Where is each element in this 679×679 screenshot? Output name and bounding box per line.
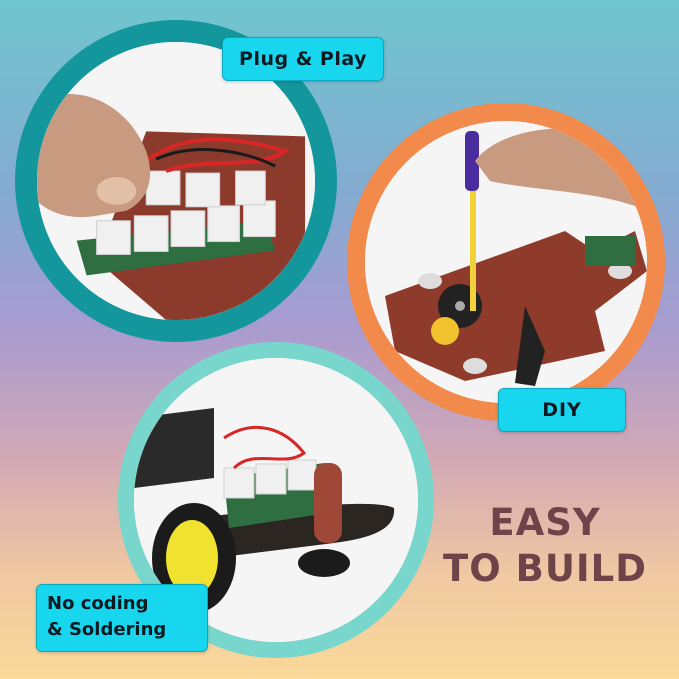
- headline-line1: EASY: [489, 501, 601, 544]
- diy-label: DIY: [498, 388, 626, 432]
- no-coding-line1: No coding: [47, 593, 149, 614]
- no-coding-soldering-label: No coding & Soldering: [36, 584, 208, 652]
- connector-board-photo: [37, 42, 315, 320]
- headline-line2: TO BUILD: [443, 547, 647, 590]
- easy-to-build-headline: EASY TO BUILD: [440, 500, 650, 592]
- no-coding-line2: & Soldering: [47, 619, 167, 640]
- plug-and-play-label: Plug & Play: [222, 37, 384, 81]
- screwdriver-assembly-photo: [365, 121, 647, 403]
